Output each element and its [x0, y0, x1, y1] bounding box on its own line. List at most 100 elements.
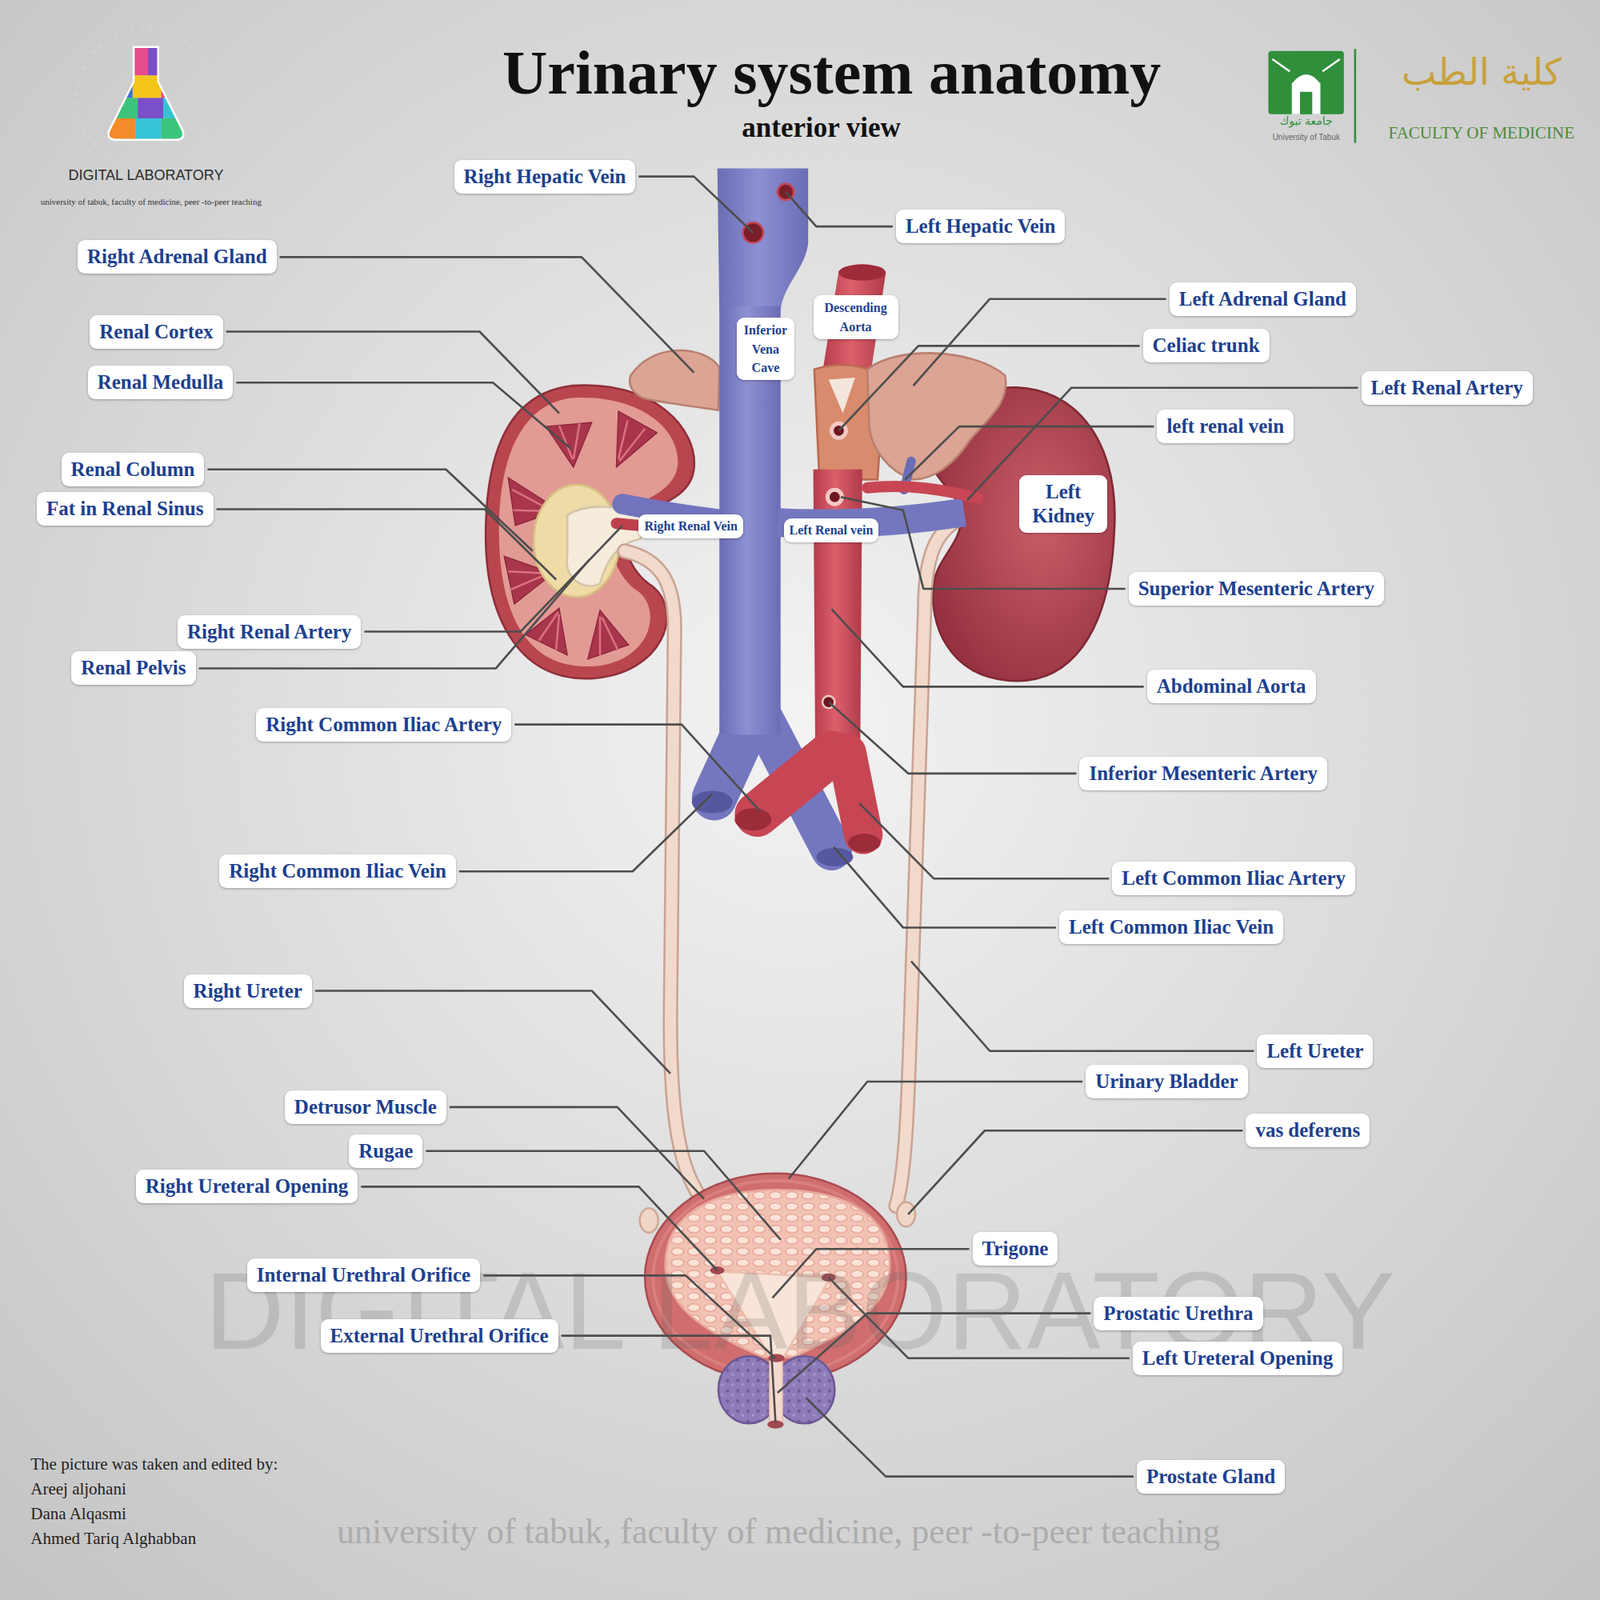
label-box: Right Ureteral Opening — [136, 1169, 359, 1204]
label-box: Prostatic Urethra — [1093, 1296, 1263, 1331]
leader-line — [425, 1151, 780, 1240]
leader-line — [449, 1107, 704, 1200]
leader-line — [226, 332, 560, 414]
right-ureter — [624, 551, 704, 1203]
vas-deferens — [640, 1208, 659, 1233]
label-text: Right Common Iliac Artery — [265, 712, 502, 737]
label-box: Abdominal Aorta — [1147, 669, 1316, 704]
leader-line — [216, 508, 557, 580]
label-text: Left Ureteral Opening — [1142, 1346, 1333, 1371]
vessel-cut-end — [838, 264, 886, 280]
label-text: Left Renal vein — [789, 521, 874, 540]
label-box: Left Hepatic Vein — [896, 209, 1066, 244]
faculty-name-arabic: كلية الطب — [1401, 51, 1562, 94]
logo-dots — [76, 28, 216, 168]
label-text: Prostate Gland — [1146, 1464, 1276, 1489]
leader-line — [832, 608, 1144, 687]
label-text: Fat in Renal Sinus — [46, 496, 204, 521]
label-text: Right Renal Artery — [187, 620, 352, 644]
label-text: left renal vein — [1166, 414, 1284, 439]
university-emblem — [1300, 92, 1312, 115]
label-box: Right Hepatic Vein — [454, 160, 636, 194]
pyramid-striations — [508, 420, 645, 656]
university-emblem — [1272, 59, 1291, 72]
leader-line — [806, 1397, 1134, 1476]
leader-line — [236, 382, 572, 449]
label-text: Renal Pelvis — [80, 656, 186, 680]
right-common-iliac-artery — [756, 752, 832, 815]
university-name: University of Tabuk — [1272, 132, 1340, 143]
label-box: Trigone — [972, 1232, 1059, 1266]
label-box: Renal Medulla — [88, 365, 234, 400]
label-box: Renal Cortex — [89, 315, 223, 349]
label-text: Rugae — [358, 1139, 413, 1164]
label-text: Superior Mesenteric Artery — [1138, 576, 1375, 601]
label-box: Right Renal Artery — [177, 615, 362, 649]
label-text: Celiac trunk — [1152, 333, 1260, 358]
credit-line: Areej aljohani — [30, 1479, 127, 1499]
tendon — [828, 377, 856, 414]
leader-line — [904, 426, 1154, 480]
logo-piece — [148, 44, 189, 76]
label-box: Right Renal Vein — [638, 514, 743, 539]
leader-line — [833, 847, 1056, 928]
left-ureter — [896, 522, 955, 1207]
label-box: Left Renal Artery — [1361, 371, 1533, 405]
renal-pyramid — [588, 610, 629, 660]
logo-piece — [107, 75, 133, 98]
leader-line — [908, 1130, 1243, 1215]
label-text: Right Common Iliac Vein — [228, 859, 447, 884]
logo-flask-outline — [108, 47, 184, 140]
label-text: Right Adrenal Gland — [87, 244, 268, 269]
university-emblem — [1322, 59, 1340, 72]
label-text: Internal Urethral Orifice — [256, 1263, 472, 1288]
leader-line — [913, 299, 1167, 386]
label-text: Left Hepatic Vein — [905, 214, 1056, 239]
logo-piece — [137, 97, 164, 119]
label-text: Right Hepatic Vein — [464, 164, 627, 189]
logo-piece — [107, 97, 138, 119]
label-text: Left Common Iliac Vein — [1068, 915, 1274, 940]
leader-line — [199, 559, 591, 668]
label-box: Right Ureter — [184, 974, 312, 1008]
logo-piece — [107, 118, 136, 141]
credit-line: Ahmed Tariq Alghabban — [30, 1528, 196, 1548]
logo-flask — [107, 44, 189, 141]
label-text: vas deferens — [1255, 1118, 1360, 1143]
label-box: Inferior Mesenteric Artery — [1079, 756, 1328, 791]
label-text: Renal Medulla — [97, 370, 224, 395]
right-adrenal-gland — [629, 350, 720, 411]
logo-piece — [107, 44, 148, 76]
renal-pyramid — [545, 422, 592, 468]
logo-tagline: university of tabuk, faculty of medicine… — [40, 196, 262, 208]
label-box: External Urethral Orifice — [320, 1319, 559, 1353]
label-text: Left Ureter — [1266, 1039, 1364, 1064]
label-box: Rugae — [348, 1134, 423, 1168]
label-text: Prostatic Urethra — [1103, 1301, 1253, 1326]
label-box: left renal vein — [1156, 409, 1294, 444]
renal-pyramid — [525, 608, 568, 656]
left-adrenal-gland — [867, 352, 1006, 480]
left-common-iliac-artery — [847, 752, 864, 835]
leader-line — [911, 961, 1254, 1052]
credit-line: The picture was taken and edited by: — [30, 1454, 278, 1474]
label-text: Right Renal Vein — [644, 517, 737, 536]
label-text: Inferior Vena Cave — [742, 320, 789, 377]
label-box: Internal Urethral Orifice — [247, 1258, 481, 1292]
leader-line — [459, 793, 713, 872]
label-box: Fat in Renal Sinus — [36, 492, 214, 526]
label-box: Inferior Vena Cave — [736, 317, 795, 380]
inferior-vena-cava — [717, 168, 809, 312]
label-box: Celiac trunk — [1143, 328, 1270, 363]
faculty-name: FACULTY OF MEDICINE — [1388, 123, 1576, 143]
vessel-cut-end — [848, 833, 881, 852]
label-box: Right Common Iliac Artery — [256, 708, 512, 742]
label-text: Abdominal Aorta — [1156, 674, 1307, 699]
credit-line: Dana Alqasmi — [30, 1504, 127, 1524]
label-box: Left Kidney — [1019, 475, 1108, 533]
label-box: Detrusor Muscle — [284, 1090, 447, 1124]
label-box: Left Renal vein — [784, 518, 880, 543]
